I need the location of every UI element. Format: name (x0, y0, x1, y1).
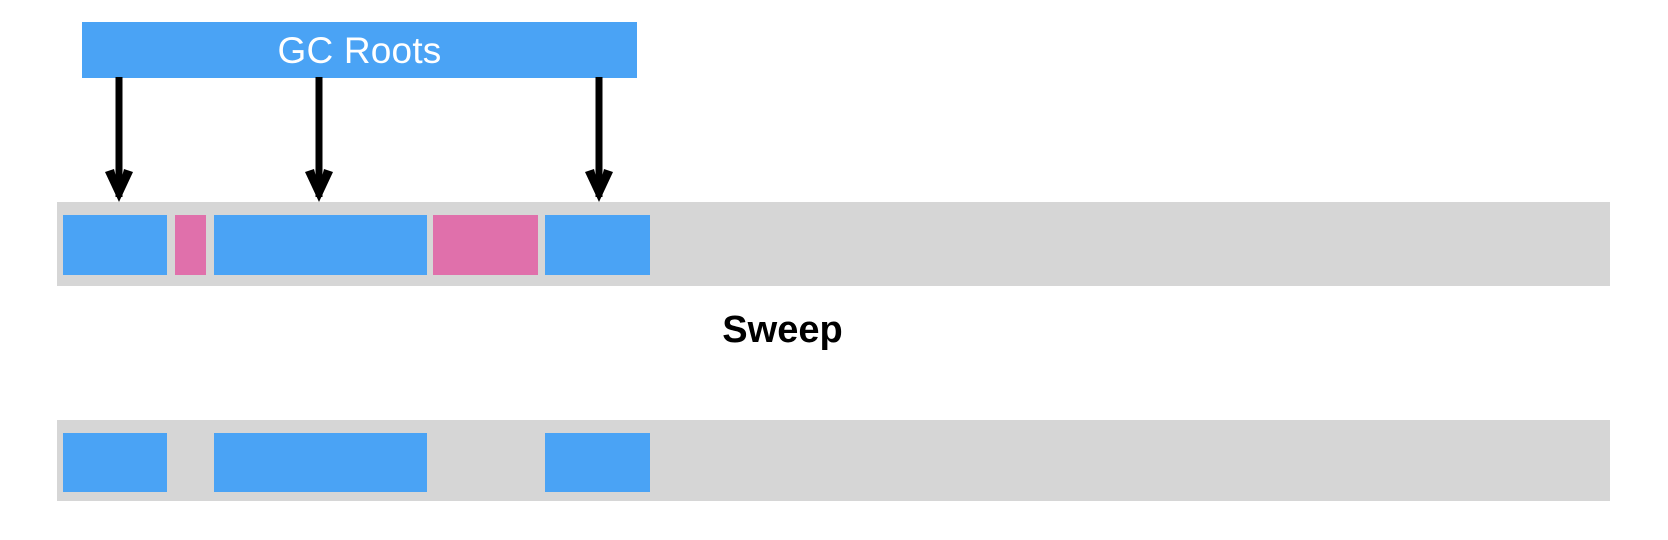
block-live-1 (63, 433, 167, 492)
gc-roots-label: GC Roots (277, 29, 442, 71)
block-live-2 (214, 215, 427, 275)
root-ref-3-arrow-icon (585, 77, 613, 202)
block-live-2 (214, 433, 427, 492)
block-garbage-1 (175, 215, 206, 275)
gc-roots-box: GC Roots (82, 22, 637, 78)
block-garbage-2 (433, 215, 538, 275)
block-live-1 (63, 215, 167, 275)
block-live-3 (545, 433, 650, 492)
root-ref-2-arrow-icon (305, 77, 333, 202)
block-live-3 (545, 215, 650, 275)
stage-label-sweep: Sweep (722, 309, 843, 351)
root-ref-1-arrow-icon (105, 77, 133, 202)
